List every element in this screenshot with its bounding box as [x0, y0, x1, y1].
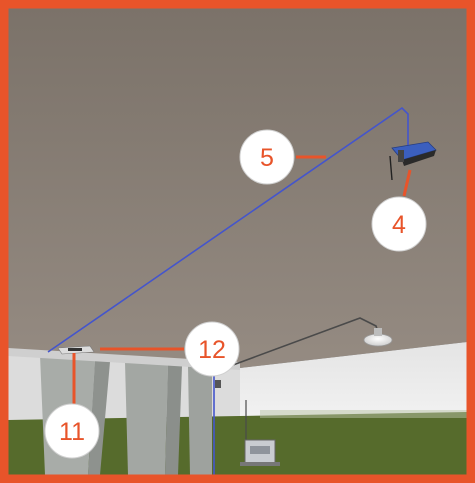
callout-12: 12 — [185, 322, 239, 376]
callout-11-label: 11 — [59, 418, 85, 446]
column — [125, 362, 168, 475]
callout-5-label: 5 — [260, 144, 274, 172]
ceiling — [8, 8, 467, 368]
callout-11: 11 — [45, 404, 99, 458]
callout-4: 4 — [372, 197, 426, 251]
horizon-strip — [260, 410, 467, 418]
column — [188, 366, 212, 475]
callout-12-label: 12 — [198, 336, 226, 364]
callout-4-label: 4 — [392, 211, 406, 239]
callout-5: 5 — [240, 130, 294, 184]
